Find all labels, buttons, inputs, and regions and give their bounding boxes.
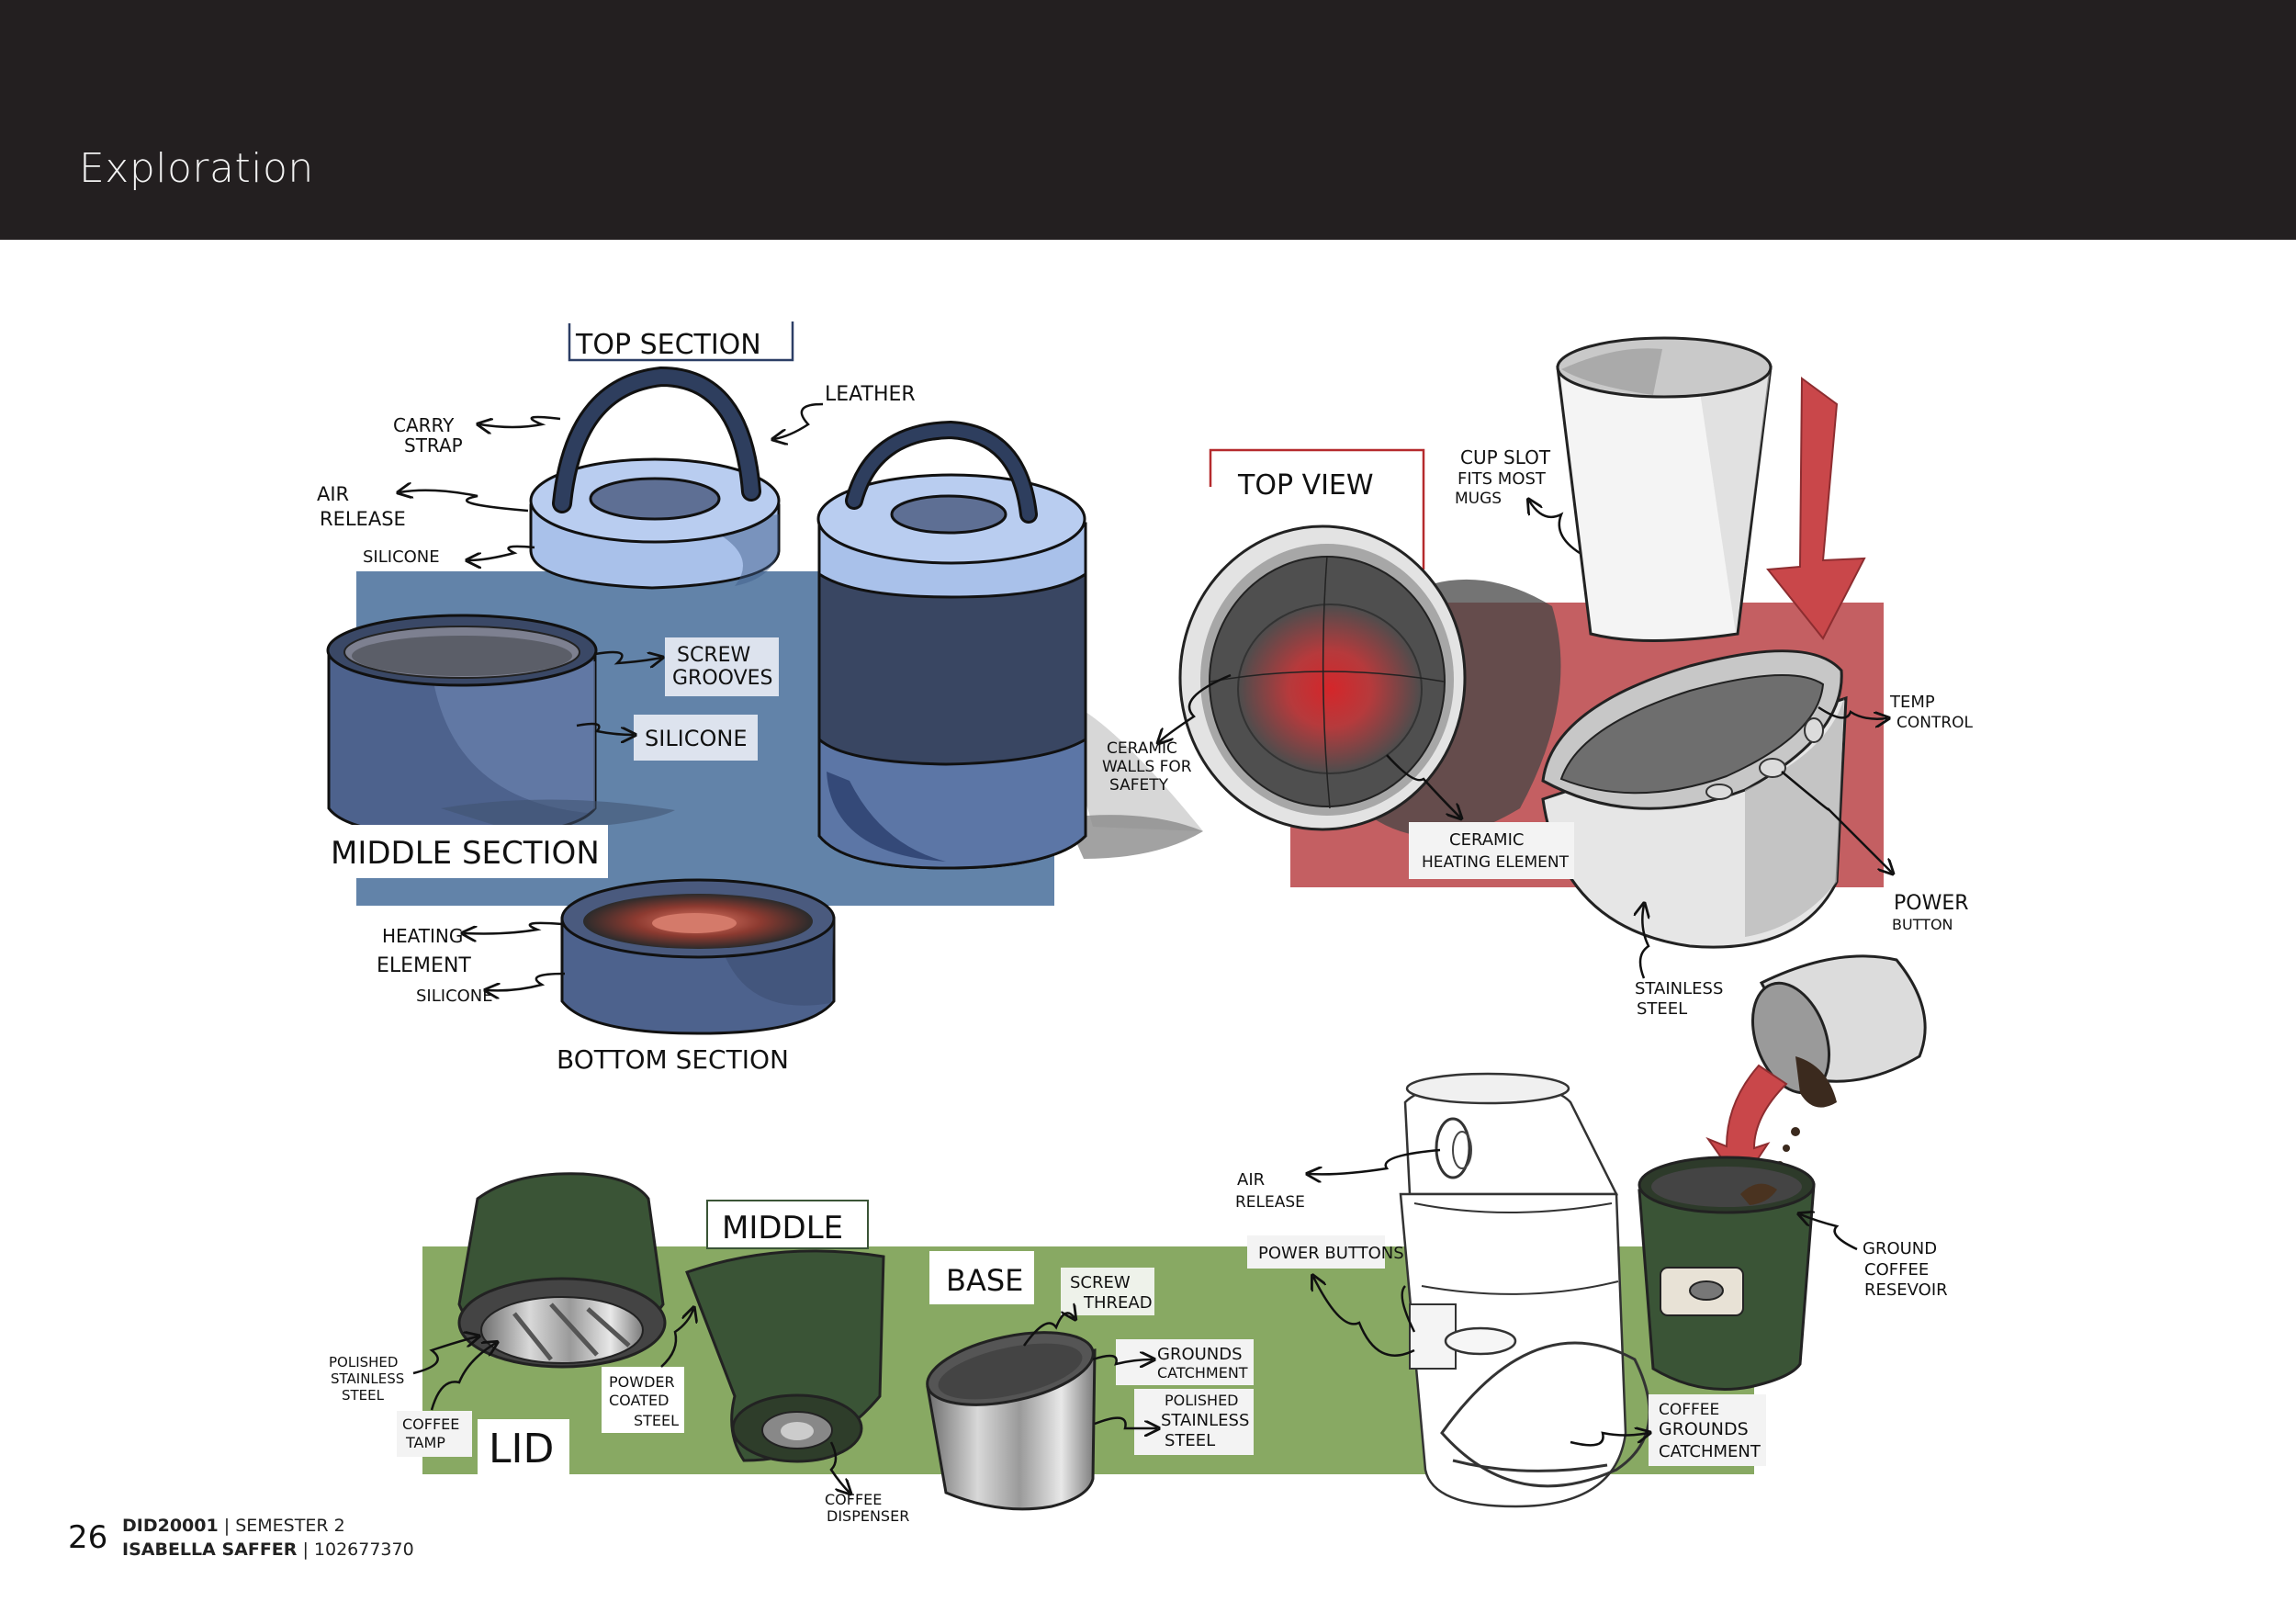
pss-1: POLISHED [1165, 1392, 1239, 1409]
grooves-label: GROOVES [672, 667, 773, 690]
steel-lid-label: STEEL [342, 1387, 385, 1404]
coffee-grounds-tag [1649, 1394, 1766, 1466]
top-view-box [1209, 448, 1425, 570]
power-label: POWER [1894, 892, 1969, 915]
course-code: DID20001 [122, 1516, 219, 1536]
pss-3: STEEL [1165, 1431, 1215, 1450]
white-grinder-sketch [1399, 1072, 1651, 1508]
stainless-label: STAINLESS [1635, 979, 1723, 998]
power-buttons-label: POWER BUTTONS [1258, 1244, 1404, 1263]
coffee-tamp-tag [397, 1411, 472, 1457]
middle-label: MIDDLE [722, 1210, 843, 1246]
leather-label: LEATHER [825, 383, 916, 406]
footer-course: DID20001 | SEMESTER 2 [122, 1516, 345, 1536]
top-section-box [568, 321, 794, 362]
top-view-sketch [1178, 524, 1561, 837]
element-label: ELEMENT [377, 954, 471, 977]
bottom-section-sketch [560, 878, 836, 1035]
base-sketch [926, 1331, 1097, 1511]
footer-author: ISABELLA SAFFER | 102677370 [122, 1539, 414, 1560]
student-id: 102677370 [313, 1539, 414, 1560]
top-section-label: TOP SECTION [575, 329, 761, 361]
air-release-1: AIR [1237, 1170, 1265, 1190]
grounds-catchment-tag [1116, 1339, 1254, 1385]
assembled-container-sketch [816, 420, 1203, 870]
page-header: Exploration [0, 0, 2296, 240]
ceramic-heating-tag [1409, 822, 1574, 879]
bottom-section-label: BOTTOM SECTION [557, 1044, 789, 1075]
lid-sketch [457, 1172, 667, 1369]
mugs-label: MUGS [1455, 490, 1502, 508]
strap-label: STRAP [404, 434, 463, 457]
power-buttons-tag [1247, 1235, 1385, 1269]
coffee-label: COFFEE [1864, 1260, 1929, 1280]
temp-label: TEMP [1889, 693, 1935, 712]
air-label: AIR [317, 483, 349, 505]
silicone-mid-tag [634, 715, 758, 761]
semester: SEMESTER 2 [235, 1516, 345, 1536]
screw-grooves-tag [665, 637, 779, 696]
screw-label: SCREW [677, 644, 751, 667]
middle-section-label: MIDDLE SECTION [331, 835, 600, 872]
page-title: Exploration [79, 145, 314, 192]
polished-label: POLISHED [329, 1354, 398, 1370]
ceramic-walls-3: SAFETY [1109, 776, 1169, 795]
middle-grinder-sketch [685, 1249, 885, 1463]
control-label: CONTROL [1896, 714, 1974, 732]
page-number: 26 [68, 1519, 108, 1556]
steel-label: STEEL [1637, 999, 1687, 1019]
pcs-1: POWDER [609, 1373, 675, 1391]
silicone-top-label: SILICONE [363, 547, 440, 567]
coffee-grounds-1: COFFEE [1659, 1401, 1719, 1419]
ceramic-he-1: CERAMIC [1449, 830, 1524, 850]
coffee-tamp-2: TAMP [405, 1434, 445, 1451]
floating-cup-sketch [1556, 336, 1773, 642]
middle-section-tag [323, 825, 608, 878]
grounds-catch-2: CATCHMENT [1157, 1364, 1248, 1382]
red-down-arrow [1766, 377, 1866, 640]
grounds-catch-1: GROUNDS [1157, 1345, 1243, 1364]
ceramic-walls-1: CERAMIC [1107, 739, 1177, 758]
coffee-tamp-1: COFFEE [402, 1415, 459, 1433]
base-tag [929, 1251, 1034, 1304]
lid-tag [478, 1419, 569, 1476]
coffee-grounds-2: GROUNDS [1659, 1419, 1749, 1439]
cup-slot-label: CUP SLOT [1460, 446, 1551, 468]
ceramic-he-2: HEATING ELEMENT [1422, 853, 1570, 872]
grounds-cup-sketch [1638, 1156, 1816, 1391]
pcs-3: STEEL [634, 1412, 679, 1429]
silicone-bottom-label: SILICONE [416, 987, 493, 1006]
pss-2: STAINLESS [1161, 1411, 1249, 1430]
stainless-lid-label: STAINLESS [331, 1370, 404, 1387]
dispenser-1: COFFEE [825, 1491, 882, 1508]
top-view-label: TOP VIEW [1237, 469, 1374, 502]
lid-label: LID [489, 1426, 554, 1472]
pcs-2: COATED [609, 1392, 669, 1409]
author-name: ISABELLA SAFFER [122, 1539, 298, 1560]
fits-most-label: FITS MOST [1458, 469, 1547, 489]
middle-section-sketch [326, 614, 675, 838]
silicone-mid-label: SILICONE [645, 726, 748, 751]
base-label: BASE [946, 1263, 1023, 1298]
ceramic-walls-2: WALLS FOR [1102, 758, 1192, 776]
top-section-sketch [529, 366, 781, 590]
heating-label: HEATING [382, 925, 463, 947]
dispenser-2: DISPENSER [827, 1507, 909, 1525]
release-label: RELEASE [320, 508, 406, 530]
heated-bowl-sketch [1541, 649, 1848, 949]
middle-tag [706, 1200, 869, 1249]
tilted-cup-sketch [1750, 954, 1927, 1168]
screw-thread-2: THREAD [1083, 1293, 1153, 1313]
carry-label: CARRY [393, 414, 455, 436]
powder-coated-tag [602, 1367, 684, 1433]
resevoir-label: RESEVOIR [1864, 1280, 1948, 1300]
coffee-grounds-3: CATCHMENT [1659, 1442, 1761, 1461]
ground-label: GROUND [1863, 1239, 1937, 1258]
air-release-2: RELEASE [1235, 1193, 1305, 1212]
button-label: BUTTON [1892, 916, 1953, 933]
screw-thread-1: SCREW [1070, 1273, 1131, 1292]
